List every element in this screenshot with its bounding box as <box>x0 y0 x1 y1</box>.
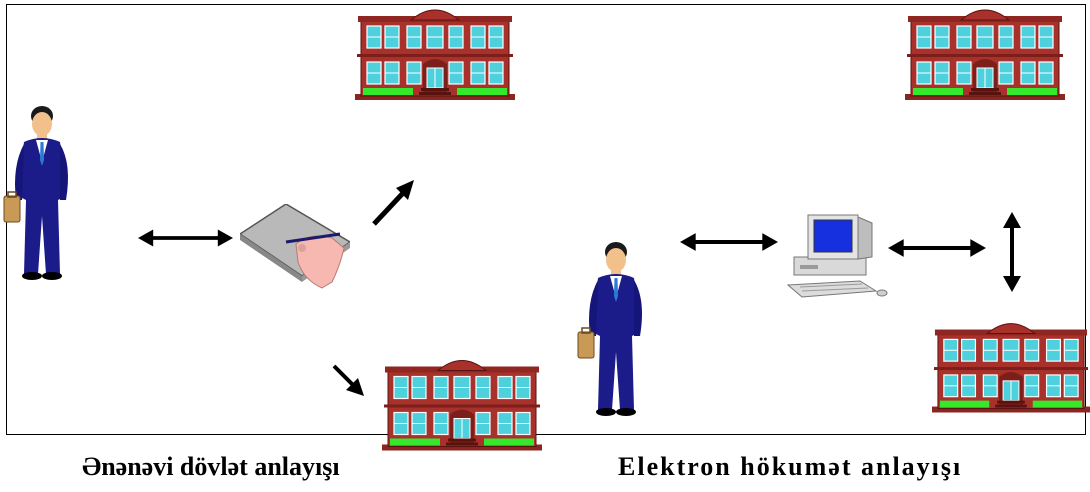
arrow-icon <box>332 364 364 396</box>
government-building-icon <box>932 318 1090 424</box>
government-building-icon <box>355 8 515 108</box>
government-building-icon <box>382 357 542 460</box>
citizen-person-icon <box>576 240 656 420</box>
double-arrow-icon <box>888 238 986 258</box>
government-building-icon <box>905 8 1065 108</box>
e-government-caption: Elektron hökumət anlayışı <box>618 452 963 481</box>
double-arrow-icon <box>680 232 778 252</box>
computer-icon <box>780 208 890 300</box>
double-arrow-icon <box>138 228 233 248</box>
citizen-person-icon <box>2 104 82 284</box>
arrow-icon <box>372 180 414 226</box>
paper-form-icon <box>240 204 350 304</box>
traditional-state-caption: Ənənəvi dövlət anlayışı <box>82 452 340 481</box>
double-arrow-icon <box>1003 212 1021 292</box>
